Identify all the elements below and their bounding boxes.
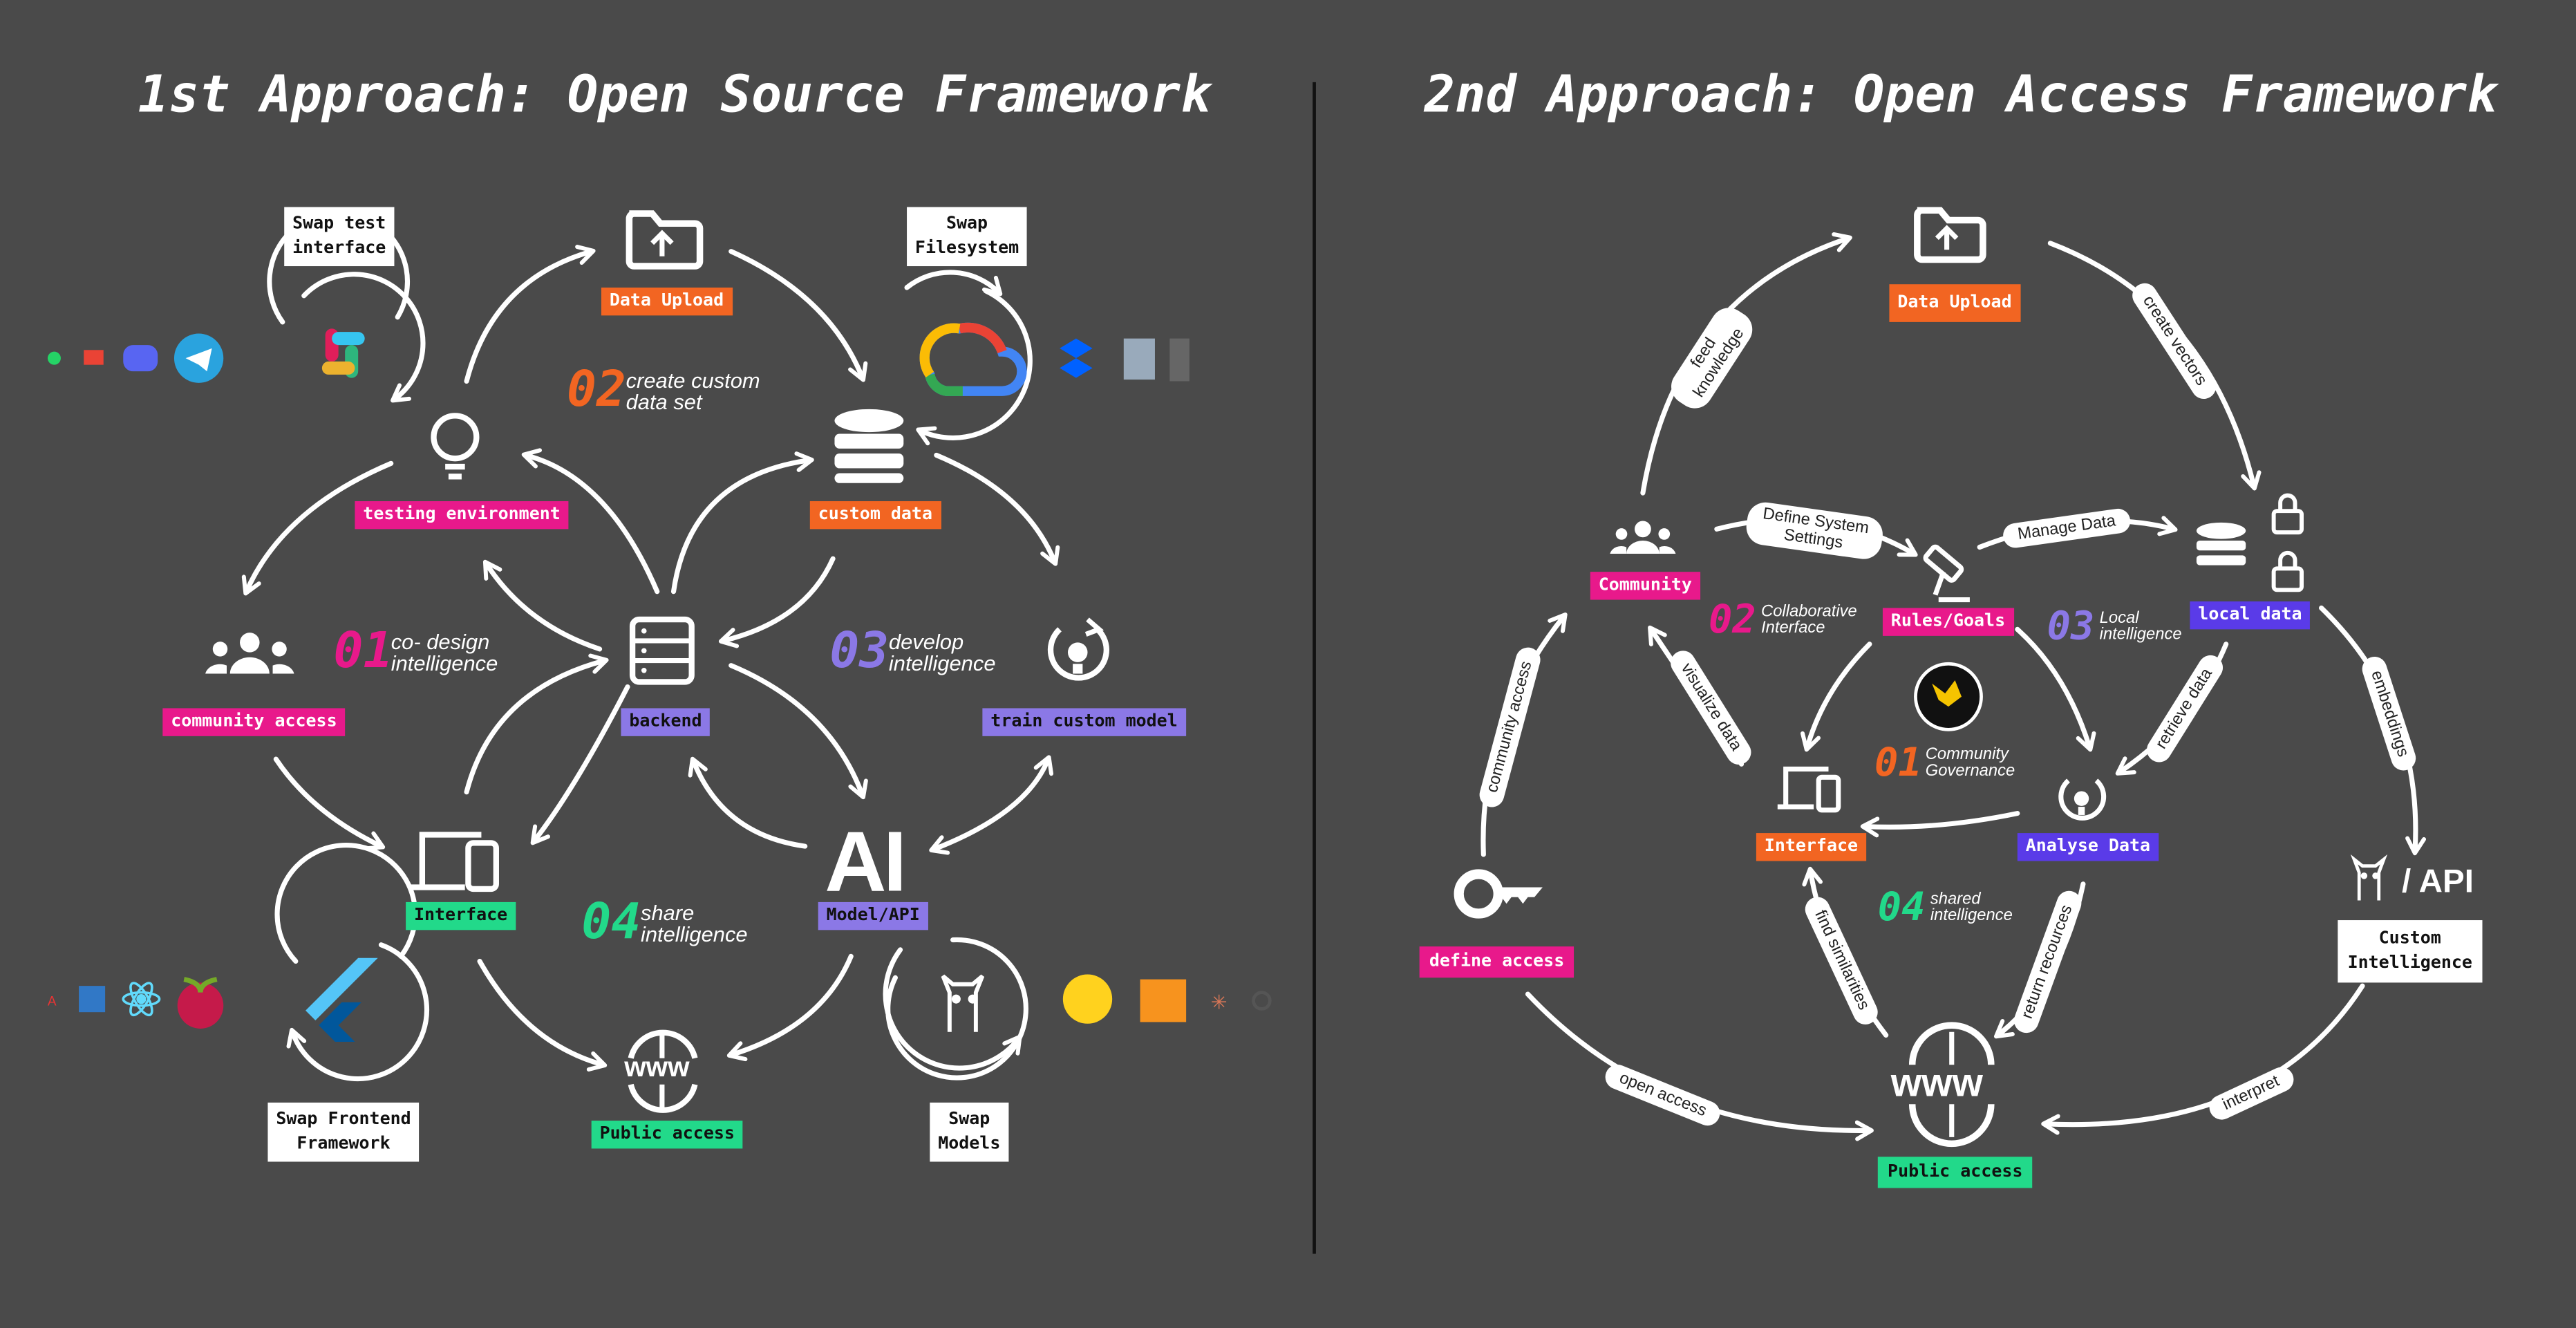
- folder-upload-icon: [626, 210, 704, 270]
- governance-logo-icon: [1914, 662, 1983, 731]
- tag-backend: backend: [621, 708, 711, 736]
- step-r04-text: shared intelligence: [1930, 890, 2013, 926]
- step-r02-text: Collaborative Interface: [1761, 603, 1857, 638]
- database-icon-right: [2196, 522, 2246, 565]
- box-swap-filesystem: Swap Filesystem: [907, 207, 1028, 267]
- folder-upload-icon-right: [1914, 207, 1986, 263]
- left-arrows: [241, 209, 1060, 1082]
- tag-analyse-data: Analyse Data: [2017, 833, 2159, 861]
- community-people-icon-right: [1610, 521, 1676, 554]
- train-cycle-icon: [1047, 617, 1109, 681]
- lightbulb-icon: [431, 413, 480, 480]
- step-r03-text: Local intelligence: [2099, 609, 2182, 644]
- tag-train-custom-model: train custom model: [982, 708, 1186, 736]
- globe-icon: [628, 1029, 698, 1113]
- step-r03-number: 03: [2047, 603, 2095, 649]
- tag-data-upload-right: Data Upload: [1889, 284, 2020, 322]
- tag-rules-goals: Rules/Goals: [1882, 608, 2014, 636]
- step-04-text: share intelligence: [640, 900, 748, 947]
- key-icon: [1454, 869, 1543, 919]
- step-02-text: create custom data set: [626, 368, 760, 414]
- step-01-text: co- design intelligence: [391, 629, 498, 675]
- tag-public-access: Public access: [591, 1121, 743, 1149]
- tag-community-access: community access: [162, 708, 346, 736]
- step-02-number: 02: [567, 361, 626, 420]
- api-label: / API: [2402, 864, 2474, 901]
- tag-testing-environment: testing environment: [355, 501, 569, 530]
- step-r01-number: 01: [1874, 739, 1922, 786]
- tag-local-data: local data: [2190, 601, 2311, 630]
- tag-interface-right: Interface: [1756, 833, 1866, 861]
- flutter-icon: [305, 957, 378, 1042]
- www-label: www: [624, 1051, 690, 1083]
- step-03-text: develop intelligence: [888, 629, 996, 675]
- left-title: 1st Approach: Open Source Framework: [138, 66, 1212, 125]
- google-cloud-icon: [919, 322, 1027, 396]
- tag-data-upload: Data Upload: [601, 287, 733, 316]
- box-custom-intelligence: Custom Intelligence: [2338, 920, 2483, 983]
- community-people-icon: [205, 633, 294, 674]
- step-r02-number: 02: [1708, 596, 1756, 643]
- tag-define-access: define access: [1419, 946, 1574, 978]
- devices-icon: [411, 832, 499, 892]
- box-swap-frontend: Swap Frontend Framework: [267, 1102, 420, 1162]
- left-tool-icons: A: [47, 333, 224, 1029]
- right-tool-icons: ✳: [1060, 338, 1272, 1024]
- devices-icon-right: [1777, 766, 1841, 813]
- tag-community: Community: [1590, 572, 1700, 600]
- step-04-number: 04: [581, 894, 641, 952]
- tag-interface: Interface: [406, 901, 516, 930]
- step-01-number: 01: [333, 622, 393, 681]
- step-03-number: 03: [829, 622, 890, 681]
- lock-icon: [2271, 493, 2304, 592]
- tag-public-access-right: Public access: [1877, 1157, 2033, 1188]
- ai-icon: AI: [825, 814, 907, 910]
- right-title: 2nd Approach: Open Access Framework: [1424, 66, 2498, 125]
- llama-icon: [941, 974, 985, 1032]
- gavel-icon: [1923, 544, 1970, 603]
- www-label-right: www: [1890, 1061, 1983, 1106]
- llama-icon-right: [2350, 854, 2388, 901]
- step-r04-number: 04: [1877, 883, 1926, 930]
- box-swap-models: Swap Models: [930, 1102, 1009, 1162]
- tag-custom-data: custom data: [809, 501, 941, 530]
- server-icon: [629, 616, 695, 685]
- svg-text:✳: ✳: [1211, 991, 1228, 1013]
- slack-icon: [321, 328, 365, 378]
- box-swap-test-interface: Swap test interface: [284, 207, 395, 267]
- analyse-cycle-icon: [2058, 778, 2107, 821]
- svg-text:A: A: [48, 995, 57, 1009]
- step-r01-text: Community Governance: [1925, 746, 2015, 781]
- database-icon: [834, 409, 904, 483]
- tag-model-api: Model/API: [818, 901, 928, 930]
- globe-icon-right: [1908, 1022, 1995, 1147]
